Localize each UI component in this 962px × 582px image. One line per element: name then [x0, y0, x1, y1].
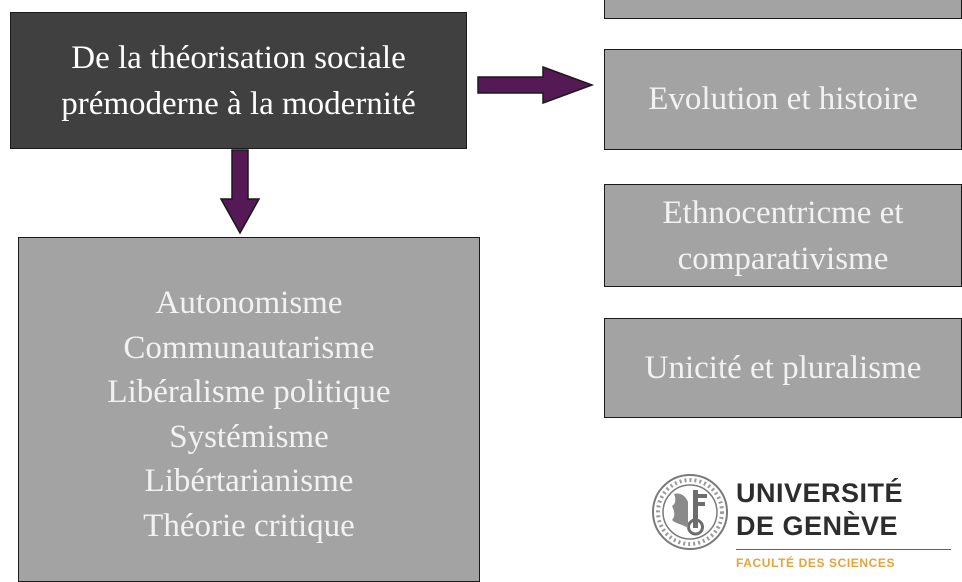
list-item: Systémisme: [169, 418, 329, 455]
right-arrow: [477, 65, 595, 105]
university-name-line-1: UNIVERSITÉ: [736, 478, 904, 508]
logo-divider: [736, 549, 951, 550]
theories-list-box: Autonomisme Communautarisme Libéralisme …: [18, 237, 480, 582]
list-item: Autonomisme: [155, 285, 343, 321]
faculty-name: FACULTÉ DES SCIENCES: [736, 556, 896, 570]
evolution-label: Evolution et histoire: [648, 81, 918, 117]
top-partial-box: [604, 0, 962, 19]
down-arrow: [219, 149, 261, 235]
main-box-line-2: prémoderne à la modernité: [61, 85, 416, 122]
ethno-line-2: comparativisme: [677, 240, 889, 277]
main-concept-box: De la théorisation sociale prémoderne à …: [10, 12, 467, 149]
list-item: Communautarisme: [123, 329, 375, 366]
main-box-line-1: De la théorisation sociale: [71, 39, 406, 76]
unicite-label: Unicité et pluralisme: [644, 349, 922, 386]
university-logo: UNIVERSITÉ DE GENÈVE FACULTÉ DES SCIENCE…: [650, 470, 962, 572]
list-item: Théorie critique: [143, 507, 355, 544]
ethnocentrism-box: Ethnocentricme et comparativisme: [604, 184, 962, 287]
evolution-box: Evolution et histoire: [604, 49, 962, 150]
ethno-line-1: Ethnocentricme et: [662, 194, 904, 231]
unicite-box: Unicité et pluralisme: [604, 318, 962, 418]
list-item: Libéralisme politique: [107, 374, 391, 410]
list-item: Libértarianisme: [144, 463, 354, 499]
university-name-line-2: DE GENÈVE: [736, 511, 899, 541]
university-seal-icon: [652, 474, 728, 550]
